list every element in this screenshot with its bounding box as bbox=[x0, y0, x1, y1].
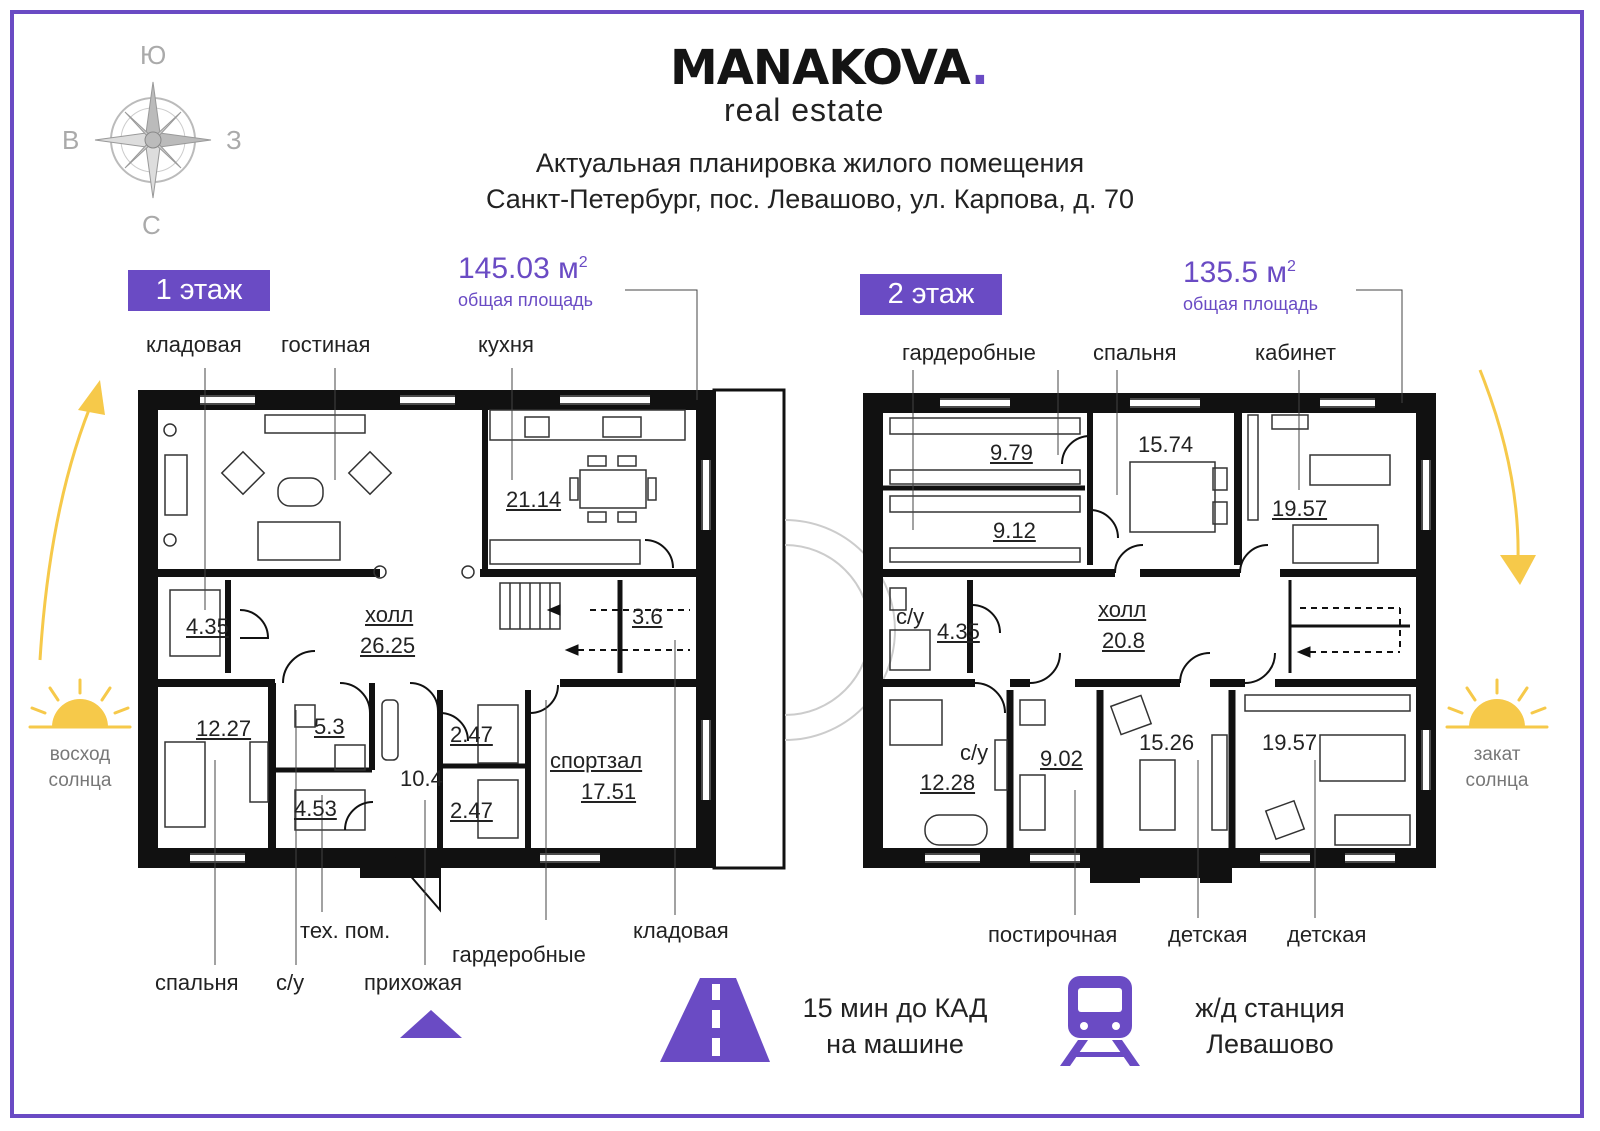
floor1-leaders bbox=[204, 289, 698, 965]
label-bathroom: с/у bbox=[276, 970, 305, 995]
page-frame bbox=[10, 10, 1584, 1118]
room2-hall-area: 20.8 bbox=[1102, 628, 1145, 653]
label-tech-room: тех. пом. bbox=[300, 918, 391, 943]
road-icon bbox=[660, 978, 770, 1062]
room-tech-area: 4.53 bbox=[294, 796, 337, 821]
label-storage-2: кладовая bbox=[633, 918, 729, 943]
room2-bedroom-area: 15.74 bbox=[1138, 432, 1194, 457]
label-kids-2: детская bbox=[1287, 922, 1367, 947]
sun-icon bbox=[28, 678, 132, 729]
room2-laundry-area: 9.02 bbox=[1040, 746, 1083, 771]
compass-east: В bbox=[62, 125, 80, 155]
arrow-icon bbox=[38, 369, 1536, 661]
floor1-plan bbox=[138, 388, 896, 913]
room2-kids1-area: 15.26 bbox=[1139, 730, 1195, 755]
train-icon bbox=[1060, 976, 1140, 1066]
room2-hall-name: холл bbox=[1098, 597, 1147, 622]
room-gym-area: 17.51 bbox=[581, 779, 637, 804]
compass-west: З bbox=[226, 125, 242, 155]
label-kids-1: детская bbox=[1168, 922, 1248, 947]
room-entry-area: 10.4 bbox=[400, 766, 443, 791]
room-hall-name: холл bbox=[365, 602, 414, 627]
room2-wardrobe1-area: 9.79 bbox=[990, 440, 1033, 465]
room-storage-area: 4.35 bbox=[186, 614, 229, 639]
label-storage: кладовая bbox=[146, 332, 242, 357]
label-bedroom: спальня bbox=[155, 970, 239, 995]
compass-north: С bbox=[142, 210, 161, 240]
label-wardrobes-2: гардеробные bbox=[902, 340, 1036, 365]
room2-wardrobe2-area: 9.12 bbox=[993, 518, 1036, 543]
sun-icon bbox=[1445, 678, 1549, 729]
brand-subtitle: real estate bbox=[724, 92, 885, 128]
room2-bath-big-area: 12.28 bbox=[920, 770, 976, 795]
floor2-area: 135.5 м2 bbox=[1183, 256, 1296, 289]
compass-south: Ю bbox=[140, 40, 167, 70]
room-bath-area: 5.3 bbox=[314, 714, 345, 739]
plan-title: Актуальная планировка жилого помещения bbox=[535, 148, 1085, 178]
floor1-area-caption: общая площадь bbox=[458, 290, 594, 310]
floor2-area-caption: общая площадь bbox=[1183, 294, 1319, 314]
label-entry: прихожая bbox=[364, 970, 463, 995]
floor2-plan bbox=[863, 393, 1436, 888]
room-kitchen-area: 21.14 bbox=[506, 487, 562, 512]
room2-kids2-area: 19.57 bbox=[1262, 730, 1318, 755]
room-bedroom-area: 12.27 bbox=[196, 716, 252, 741]
room-gym-name: спортзал bbox=[550, 748, 643, 773]
plan-address: Санкт-Петербург, пос. Левашово, ул. Карп… bbox=[485, 184, 1135, 214]
compass-rose-icon bbox=[94, 81, 212, 199]
label-kitchen: кухня bbox=[478, 332, 534, 357]
room2-bath-small-area: 4.35 bbox=[937, 619, 980, 644]
floor1-badge: 1 этаж bbox=[128, 270, 270, 311]
room2-bath-small-name: с/у bbox=[896, 604, 925, 629]
room-hall-area: 26.25 bbox=[360, 633, 416, 658]
triangle-entrance-icon bbox=[400, 1010, 462, 1038]
room2-bath-big-name: с/у bbox=[960, 740, 989, 765]
label-laundry: постирочная bbox=[988, 922, 1118, 947]
room-wardrobe2-area: 2.47 bbox=[450, 798, 493, 823]
label-wardrobes: гардеробные bbox=[452, 942, 586, 967]
floor2-leaders bbox=[912, 289, 1403, 918]
label-office: кабинет bbox=[1255, 340, 1336, 365]
label-living: гостиная bbox=[281, 332, 371, 357]
room-wardrobe1-area: 2.47 bbox=[450, 722, 493, 747]
room2-office-area: 19.57 bbox=[1272, 496, 1328, 521]
room-stair-storage-area: 3.6 bbox=[632, 604, 663, 629]
brand-logo: MANAKOVA. bbox=[670, 40, 989, 96]
floor2-badge: 2 этаж bbox=[860, 274, 1002, 315]
floor1-area: 145.03 м2 bbox=[458, 252, 588, 285]
label-bedroom-2: спальня bbox=[1093, 340, 1177, 365]
